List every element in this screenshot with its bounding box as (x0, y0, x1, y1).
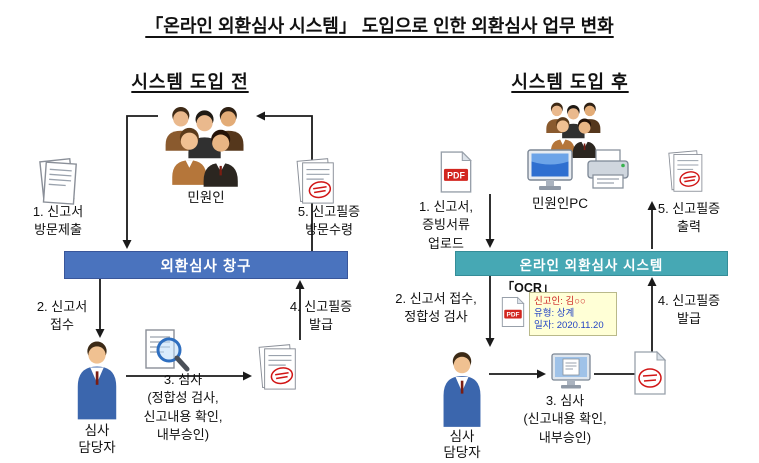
before-heading: 시스템 도입 전 (131, 72, 249, 92)
before-step4-label: 4. 신고필증 발급 (289, 299, 353, 333)
after-step3-label: 3. 심사 (신고내용 확인, 내부승인) (523, 393, 607, 445)
issued-certificate-icon (258, 343, 297, 390)
pc-monitor-icon (527, 149, 573, 191)
pdf-file-icon: PDF (440, 151, 472, 193)
petitioners-group-icon (165, 107, 244, 187)
arrow-before-submit (122, 115, 158, 249)
after-heading: 시스템 도입 후 (511, 72, 629, 92)
ocr-date-line: 일자: 2020.11.20 (534, 319, 604, 331)
after-reviewer-label: 심사 담당자 (443, 429, 481, 461)
before-step3-label: 3. 심사 (정합성 검사, 신고내용 확인, 내부승인) (143, 372, 223, 443)
stamped-pdf-certificate-icon (634, 351, 666, 395)
before-counter-bar: 외환심사 창구 (64, 251, 348, 279)
before-step5-label: 5. 신고필증 방문수령 (297, 204, 361, 238)
petitioner-pc-label: 민원인PC (531, 196, 588, 211)
after-step4-label: 4. 신고필증 발급 (657, 293, 721, 327)
reviewer-person-icon (77, 341, 117, 420)
after-step2-label: 2. 신고서 접수, 정합성 검사 (395, 291, 477, 325)
certificate-stamped-icon (296, 157, 335, 204)
ocr-applicant-line: 신고인: 김○○ (534, 296, 586, 307)
review-screen-icon (551, 353, 591, 390)
magnifier-document-icon (142, 326, 192, 374)
ocr-result-box: 신고인: 김○○ 유형: 상계 일자: 2020.11.20 (529, 292, 617, 336)
after-step1-label: 1. 신고서, 증빙서류 업로드 (419, 199, 473, 251)
before-step1-label: 1. 신고서 방문제출 (32, 204, 84, 238)
reviewer-person-icon-after (443, 352, 481, 427)
certificate-print-icon (668, 150, 703, 192)
report-document-icon (39, 158, 77, 205)
printer-icon (587, 149, 629, 189)
page-title: 「온라인 외환심사 시스템」 도입으로 인한 외환심사 업무 변화 (145, 16, 614, 36)
before-step2-label: 2. 신고서 접수 (36, 299, 88, 333)
after-step5-label: 5. 신고필증 출력 (657, 201, 721, 235)
before-reviewer-label: 심사 담당자 (78, 423, 116, 455)
arrow-before-receive-cert (256, 111, 313, 251)
svg-text:PDF: PDF (447, 170, 465, 180)
before-petitioner-label: 민원인 (187, 190, 225, 205)
ocr-type-line: 유형: 상계 (534, 307, 575, 319)
ocr-pdf-icon: PDF (501, 297, 525, 327)
online-system-bar: 온라인 외환심사 시스템 (455, 251, 728, 276)
svg-text:PDF: PDF (507, 312, 520, 319)
ocr-label: 「OCR」 (501, 281, 555, 295)
